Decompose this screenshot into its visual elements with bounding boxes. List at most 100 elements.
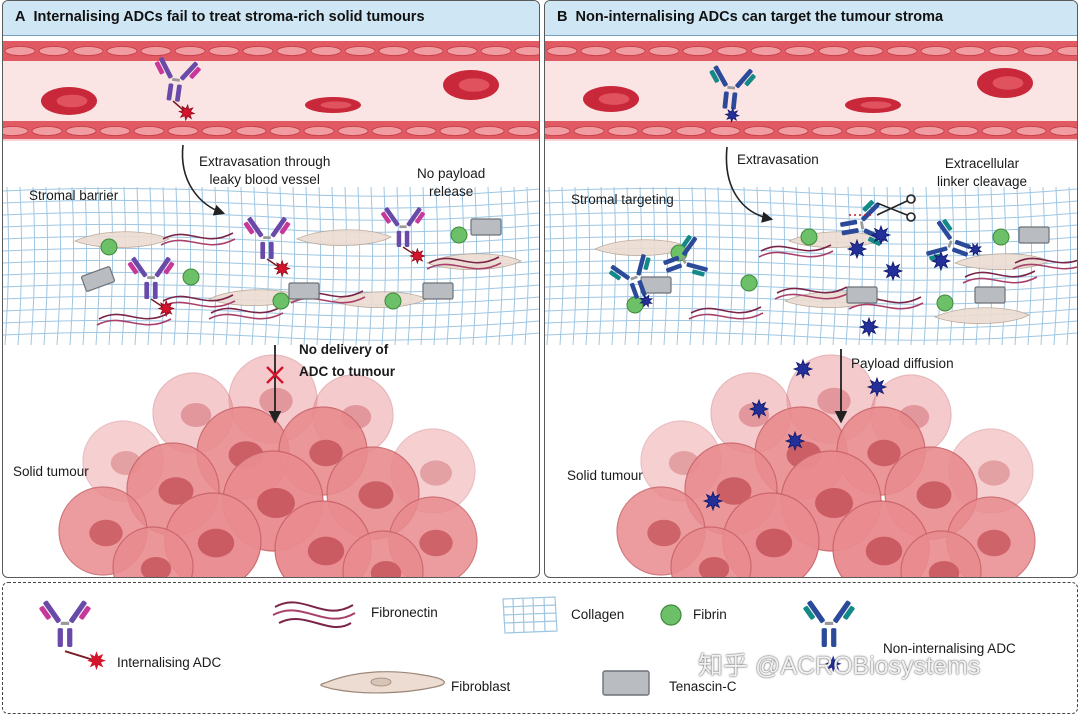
stroma-layer <box>3 186 539 346</box>
payload-blue <box>702 490 724 512</box>
fibrin-icon <box>660 604 682 626</box>
legend-icons <box>39 596 855 696</box>
label-no-delivery: No delivery of ADC to tumour <box>299 339 395 384</box>
label-extravasation-leaky: Extravasation through leaky blood vessel <box>199 153 330 189</box>
panel-b-title-text: Non-internalising ADCs can target the tu… <box>575 9 944 25</box>
solid-tumour <box>58 354 478 577</box>
label-no-delivery-line1: No delivery of <box>299 342 389 357</box>
tumour-cell <box>670 526 752 577</box>
legend-label-fibronectin: Fibronectin <box>371 605 438 620</box>
payload-blue <box>930 250 952 272</box>
tenascin-block <box>288 282 320 300</box>
tenascin-block <box>974 286 1006 304</box>
payload-blue <box>792 358 814 380</box>
panel-b-letter: B <box>557 9 568 25</box>
payload-blue <box>882 260 904 282</box>
fibronectin-strand <box>160 232 236 246</box>
tenascin-block <box>422 282 454 300</box>
label-solid-tumour-a: Solid tumour <box>13 464 89 479</box>
label-solid-tumour-b: Solid tumour <box>567 468 643 483</box>
tumour-cell <box>342 530 424 577</box>
fibronectin-strand <box>774 286 850 300</box>
fibroblast <box>295 229 392 246</box>
legend-label-internalising-adc: Internalising ADC <box>117 655 222 670</box>
scissors-icon <box>876 194 916 222</box>
tumour-cell <box>900 530 982 577</box>
tenascin-block <box>640 276 672 294</box>
legend-label-collagen: Collagen <box>571 607 625 622</box>
watermark: 知乎 @ACROBiosystems <box>698 652 981 680</box>
internalising-adc <box>154 57 201 122</box>
panel-b-title: B Non-internalising ADCs can target the t… <box>557 9 943 25</box>
extravasation-arrow <box>725 146 774 223</box>
label-payload-diffusion: Payload diffusion <box>851 356 954 371</box>
fibronectin-strand <box>426 256 502 270</box>
panel-a-header: A Internalising ADCs fail to treat stroma… <box>3 1 539 36</box>
label-no-delivery-line2: ADC to tumour <box>299 364 395 380</box>
panel-b: B Non-internalising ADCs can target the t… <box>544 0 1078 578</box>
panel-b-scene <box>545 41 1077 577</box>
fibrin-dot <box>182 268 200 286</box>
legend-internalising-adc-icon <box>39 600 106 671</box>
legend-label-fibrin: Fibrin <box>693 607 727 622</box>
non-internalising-adc <box>663 235 708 277</box>
legend-label-fibroblast: Fibroblast <box>451 679 511 694</box>
label-no-payload-release: No payload release <box>417 165 485 201</box>
tenascin-block <box>1018 226 1050 244</box>
panel-a-letter: A <box>15 9 26 25</box>
fibronectin-strand <box>96 312 172 326</box>
internalising-adc <box>127 256 175 318</box>
tumour-cell <box>112 526 194 577</box>
panel-a: A Internalising ADCs fail to treat stroma… <box>2 0 540 578</box>
blood-vessel <box>3 41 539 141</box>
payload-blue <box>784 430 806 452</box>
label-cleavage-line2: linker cleavage <box>937 174 1028 190</box>
extravasation-arrow <box>181 144 226 216</box>
tenascin-block <box>80 266 116 292</box>
fibrin-dot <box>800 228 818 246</box>
fibrin-dot <box>740 274 758 292</box>
label-extracellular-cleavage: Extracellular linker cleavage <box>937 155 1027 191</box>
label-stromal-targeting: Stromal targeting <box>571 192 674 207</box>
payload-blue <box>748 398 770 420</box>
payload-blue <box>858 316 880 338</box>
legend-label-tenascin: Tenascin-C <box>669 679 737 694</box>
tenascin-block <box>846 286 878 304</box>
fibrin-dot <box>272 292 290 310</box>
blood-vessel <box>545 41 1077 141</box>
fibronectin-strand <box>688 306 764 320</box>
fibroblast <box>331 291 428 308</box>
tenascin-icon <box>602 670 650 696</box>
fibronectin-strand <box>962 270 1038 284</box>
non-internalising-adc <box>709 65 756 123</box>
label-stromal-barrier: Stromal barrier <box>29 188 119 203</box>
legend-payload-red-icon <box>87 651 106 671</box>
legend-label-non-internalising-adc: Non-internalising ADC <box>883 641 1016 656</box>
legend: Internalising ADC Fibronectin Collagen F… <box>2 582 1078 714</box>
fibrin-dot <box>626 296 644 314</box>
label-no-payload-line1: No payload <box>417 166 486 181</box>
tenascin-block <box>470 218 502 236</box>
panel-a-title-text: Internalising ADCs fail to treat stroma-… <box>33 9 425 25</box>
fibroblast <box>953 253 1050 270</box>
fibronectin-strand <box>160 294 236 308</box>
panel-a-scene <box>3 41 539 577</box>
fibroblast <box>73 231 170 248</box>
fibronectin-strand <box>1012 257 1077 270</box>
payload-blue <box>866 376 888 398</box>
fibronectin-strand <box>758 244 834 258</box>
panel-a-title: A Internalising ADCs fail to treat stroma… <box>15 9 425 25</box>
fibronectin-icon <box>272 601 356 629</box>
blocked-x-icon <box>266 366 284 384</box>
fibrin-dot <box>992 228 1010 246</box>
fibroblast <box>933 307 1030 324</box>
label-extravasation-line1: Extravasation through <box>199 154 331 169</box>
fibrin-dot <box>384 292 402 310</box>
label-extravasation-line2: leaky blood vessel <box>209 172 320 188</box>
internalising-adc <box>381 207 426 265</box>
fibronectin-strand <box>208 306 284 320</box>
label-extravasation: Extravasation <box>737 152 819 167</box>
legend-non-internalising-adc-icon <box>803 600 855 673</box>
non-internalising-adc <box>926 219 983 261</box>
payload-blue <box>846 238 868 260</box>
